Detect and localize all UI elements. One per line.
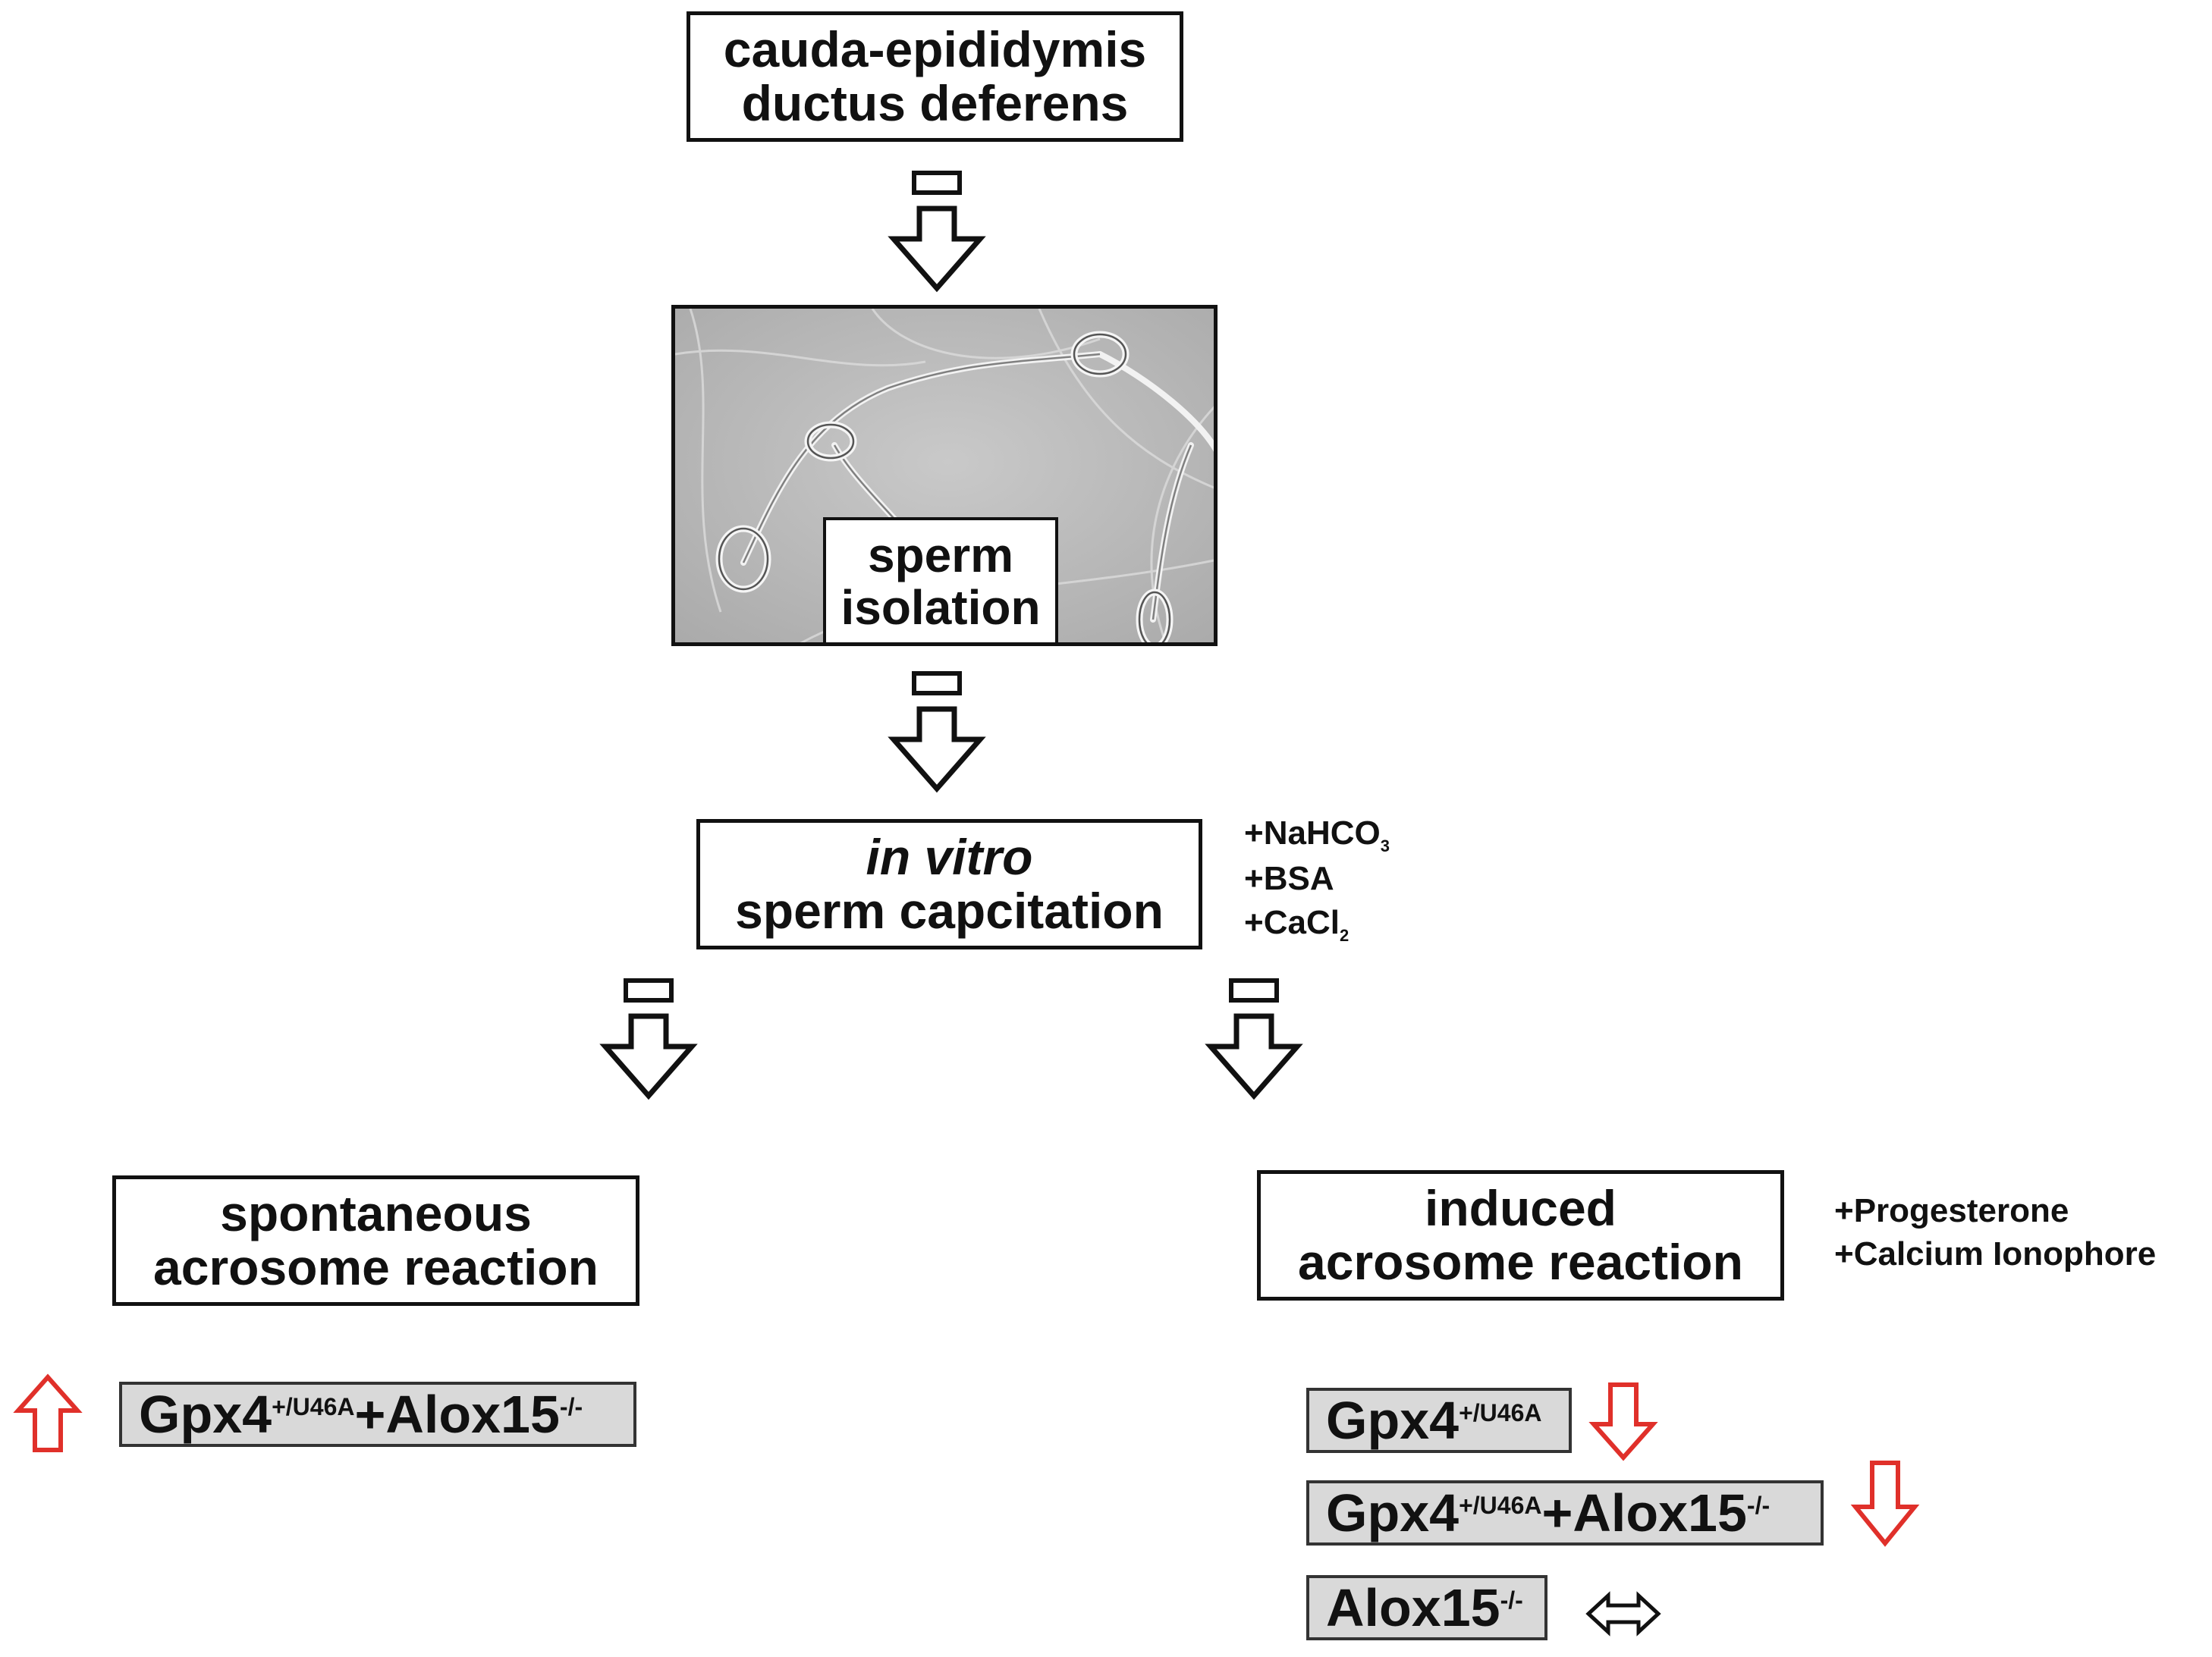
down-arrow-icon xyxy=(1205,978,1303,1100)
result-alox15-induced: Alox15-/- xyxy=(1306,1575,1547,1640)
sperm-isolation-box: sperm isolation xyxy=(823,517,1058,642)
spontaneous-line2: acrosome reaction xyxy=(153,1239,599,1295)
increase-arrow-icon xyxy=(13,1373,83,1452)
no-change-arrow-icon xyxy=(1585,1591,1661,1637)
induced-reaction-box: induced acrosome reaction xyxy=(1257,1170,1784,1301)
sperm-isolation-line1: sperm xyxy=(867,527,1014,582)
decrease-arrow-icon xyxy=(1850,1461,1920,1547)
sperm-isolation-line2: isolation xyxy=(840,580,1041,635)
spontaneous-reaction-box: spontaneous acrosome reaction xyxy=(112,1175,639,1306)
source-tissue-line1: cauda-epididymis xyxy=(723,20,1147,77)
down-arrow-icon xyxy=(888,671,986,793)
spontaneous-line1: spontaneous xyxy=(220,1185,532,1241)
capacitation-line1: in vitro xyxy=(866,828,1033,885)
source-tissue-box: cauda-epididymis ductus deferens xyxy=(687,11,1183,142)
capacitation-conditions: +NaHCO3 +BSA +CaCl2 xyxy=(1244,811,1390,946)
result-gpx4-induced: Gpx4+/U46A xyxy=(1306,1388,1572,1453)
decrease-arrow-icon xyxy=(1588,1382,1658,1461)
capacitation-box: in vitro sperm capcitation xyxy=(696,819,1202,949)
condition-calcium-ionophore: +Calcium Ionophore xyxy=(1834,1235,2157,1273)
induced-conditions: +Progesterone +Calcium Ionophore xyxy=(1834,1189,2156,1276)
capacitation-line2: sperm capcitation xyxy=(735,883,1164,939)
induced-line2: acrosome reaction xyxy=(1298,1234,1743,1290)
condition-nahco3: +NaHCO3 xyxy=(1244,814,1390,855)
source-tissue-line2: ductus deferens xyxy=(741,75,1129,131)
result-gpx4-alox15-spontaneous: Gpx4+/U46A+Alox15-/- xyxy=(119,1382,636,1447)
result-gpx4-alox15-induced: Gpx4+/U46A+Alox15-/- xyxy=(1306,1480,1824,1546)
condition-progesterone: +Progesterone xyxy=(1834,1192,2069,1229)
sperm-micrograph: sperm isolation xyxy=(671,305,1218,646)
condition-bsa: +BSA xyxy=(1244,860,1334,898)
down-arrow-icon xyxy=(888,171,986,293)
condition-cacl2: +CaCl2 xyxy=(1244,903,1350,945)
down-arrow-icon xyxy=(599,978,698,1100)
induced-line1: induced xyxy=(1424,1179,1617,1236)
